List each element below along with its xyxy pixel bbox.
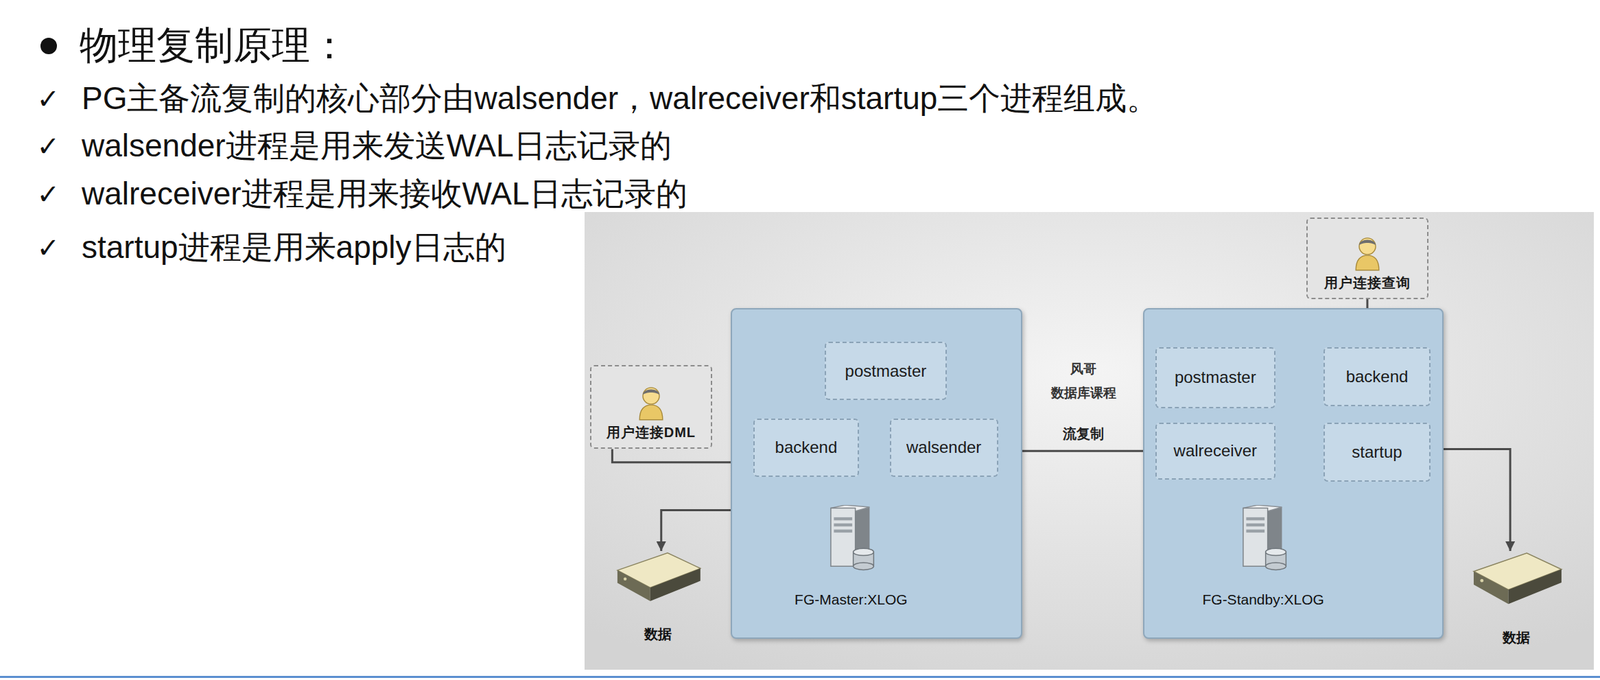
process-box: backend: [1323, 347, 1431, 407]
xlog-label: FG-Master:XLOG: [794, 591, 908, 608]
panel-ground: [584, 212, 1594, 670]
node-label: backend: [1346, 367, 1409, 387]
process-box: startup: [1323, 422, 1431, 482]
person-hair: [642, 389, 660, 396]
bullet-text: walreceiver进程是用来接收WAL日志记录的: [81, 172, 688, 216]
disk-icon: [1469, 550, 1564, 608]
node-label: backend: [775, 437, 838, 457]
node-label: postmaster: [1174, 367, 1257, 387]
disk-icon: [612, 550, 704, 604]
check-mark: ✓: [37, 83, 61, 115]
process-box: backend: [753, 418, 860, 477]
server-host-box: postmaster backend walsenderFG-Master:XLOG: [730, 308, 1023, 639]
server-front: [830, 508, 856, 567]
server-front: [1242, 508, 1268, 567]
process-box: walsender: [889, 418, 999, 477]
bullet-text: PG主备流复制的核心部分由walsender，walreceiver和start…: [81, 77, 1159, 121]
bullet-text: walsender进程是用来发送WAL日志记录的: [81, 124, 672, 168]
person-icon: [634, 384, 668, 421]
disk-led: [1479, 579, 1484, 583]
server-slot: [833, 523, 853, 527]
watermark: 风哥: [1070, 360, 1097, 379]
footer-rule: [0, 675, 1600, 678]
db-bottom: [1265, 562, 1286, 570]
disk-led: [623, 577, 627, 581]
server-icon: [824, 504, 878, 572]
bullet-text: startup进程是用来apply日志的: [81, 226, 507, 269]
bullet-dot: [40, 37, 57, 55]
check-mark: ✓: [37, 130, 61, 162]
data-disk: 数据: [1469, 550, 1564, 608]
xlog-server: FG-Standby:XLOG: [1237, 504, 1290, 572]
process-box: postmaster: [824, 341, 947, 400]
user-box: 用户连接DML: [590, 365, 713, 449]
edge-label: 流复制: [1062, 424, 1104, 444]
data-disk: 数据: [612, 550, 704, 604]
node-label: startup: [1351, 442, 1402, 462]
person-body: [639, 404, 663, 420]
xlog-label: FG-Standby:XLOG: [1202, 591, 1324, 608]
slide-title: 物理复制原理：: [79, 19, 349, 73]
disk-front: [617, 570, 651, 602]
server-icon: [1237, 504, 1290, 572]
check-mark: ✓: [37, 178, 61, 210]
server-slot: [1245, 517, 1265, 521]
server-slot: [1245, 523, 1265, 527]
person-head: [642, 387, 660, 405]
node-label: 用户连接查询: [1324, 273, 1411, 293]
data-label: 数据: [1502, 628, 1531, 647]
node-label: walreceiver: [1173, 441, 1257, 461]
server-slot: [833, 517, 853, 521]
node-label: 用户连接DML: [606, 423, 696, 442]
node-label: postmaster: [845, 361, 927, 381]
person-head: [1359, 238, 1376, 255]
process-box: postmaster: [1155, 347, 1276, 409]
db-top: [1265, 548, 1286, 556]
watermark: 数据库课程: [1051, 384, 1117, 403]
data-label: 数据: [644, 625, 672, 644]
server-host-box: postmaster backend walreceiver startupFG-St…: [1143, 308, 1445, 639]
person-hair: [1359, 239, 1376, 245]
node-label: walsender: [906, 437, 982, 457]
xlog-server: FG-Master:XLOG: [824, 504, 878, 572]
server-slot: [1245, 529, 1265, 533]
process-box: walreceiver: [1155, 422, 1276, 480]
person-body: [1355, 255, 1380, 271]
disk-side: [1508, 569, 1561, 605]
check-mark: ✓: [37, 231, 61, 264]
disk-side: [650, 568, 701, 602]
user-box: 用户连接查询: [1306, 217, 1429, 300]
disk-front: [1473, 571, 1509, 605]
server-slot: [833, 529, 853, 533]
db-bottom: [852, 562, 874, 570]
person-icon: [1350, 234, 1384, 272]
db-top: [852, 548, 874, 556]
